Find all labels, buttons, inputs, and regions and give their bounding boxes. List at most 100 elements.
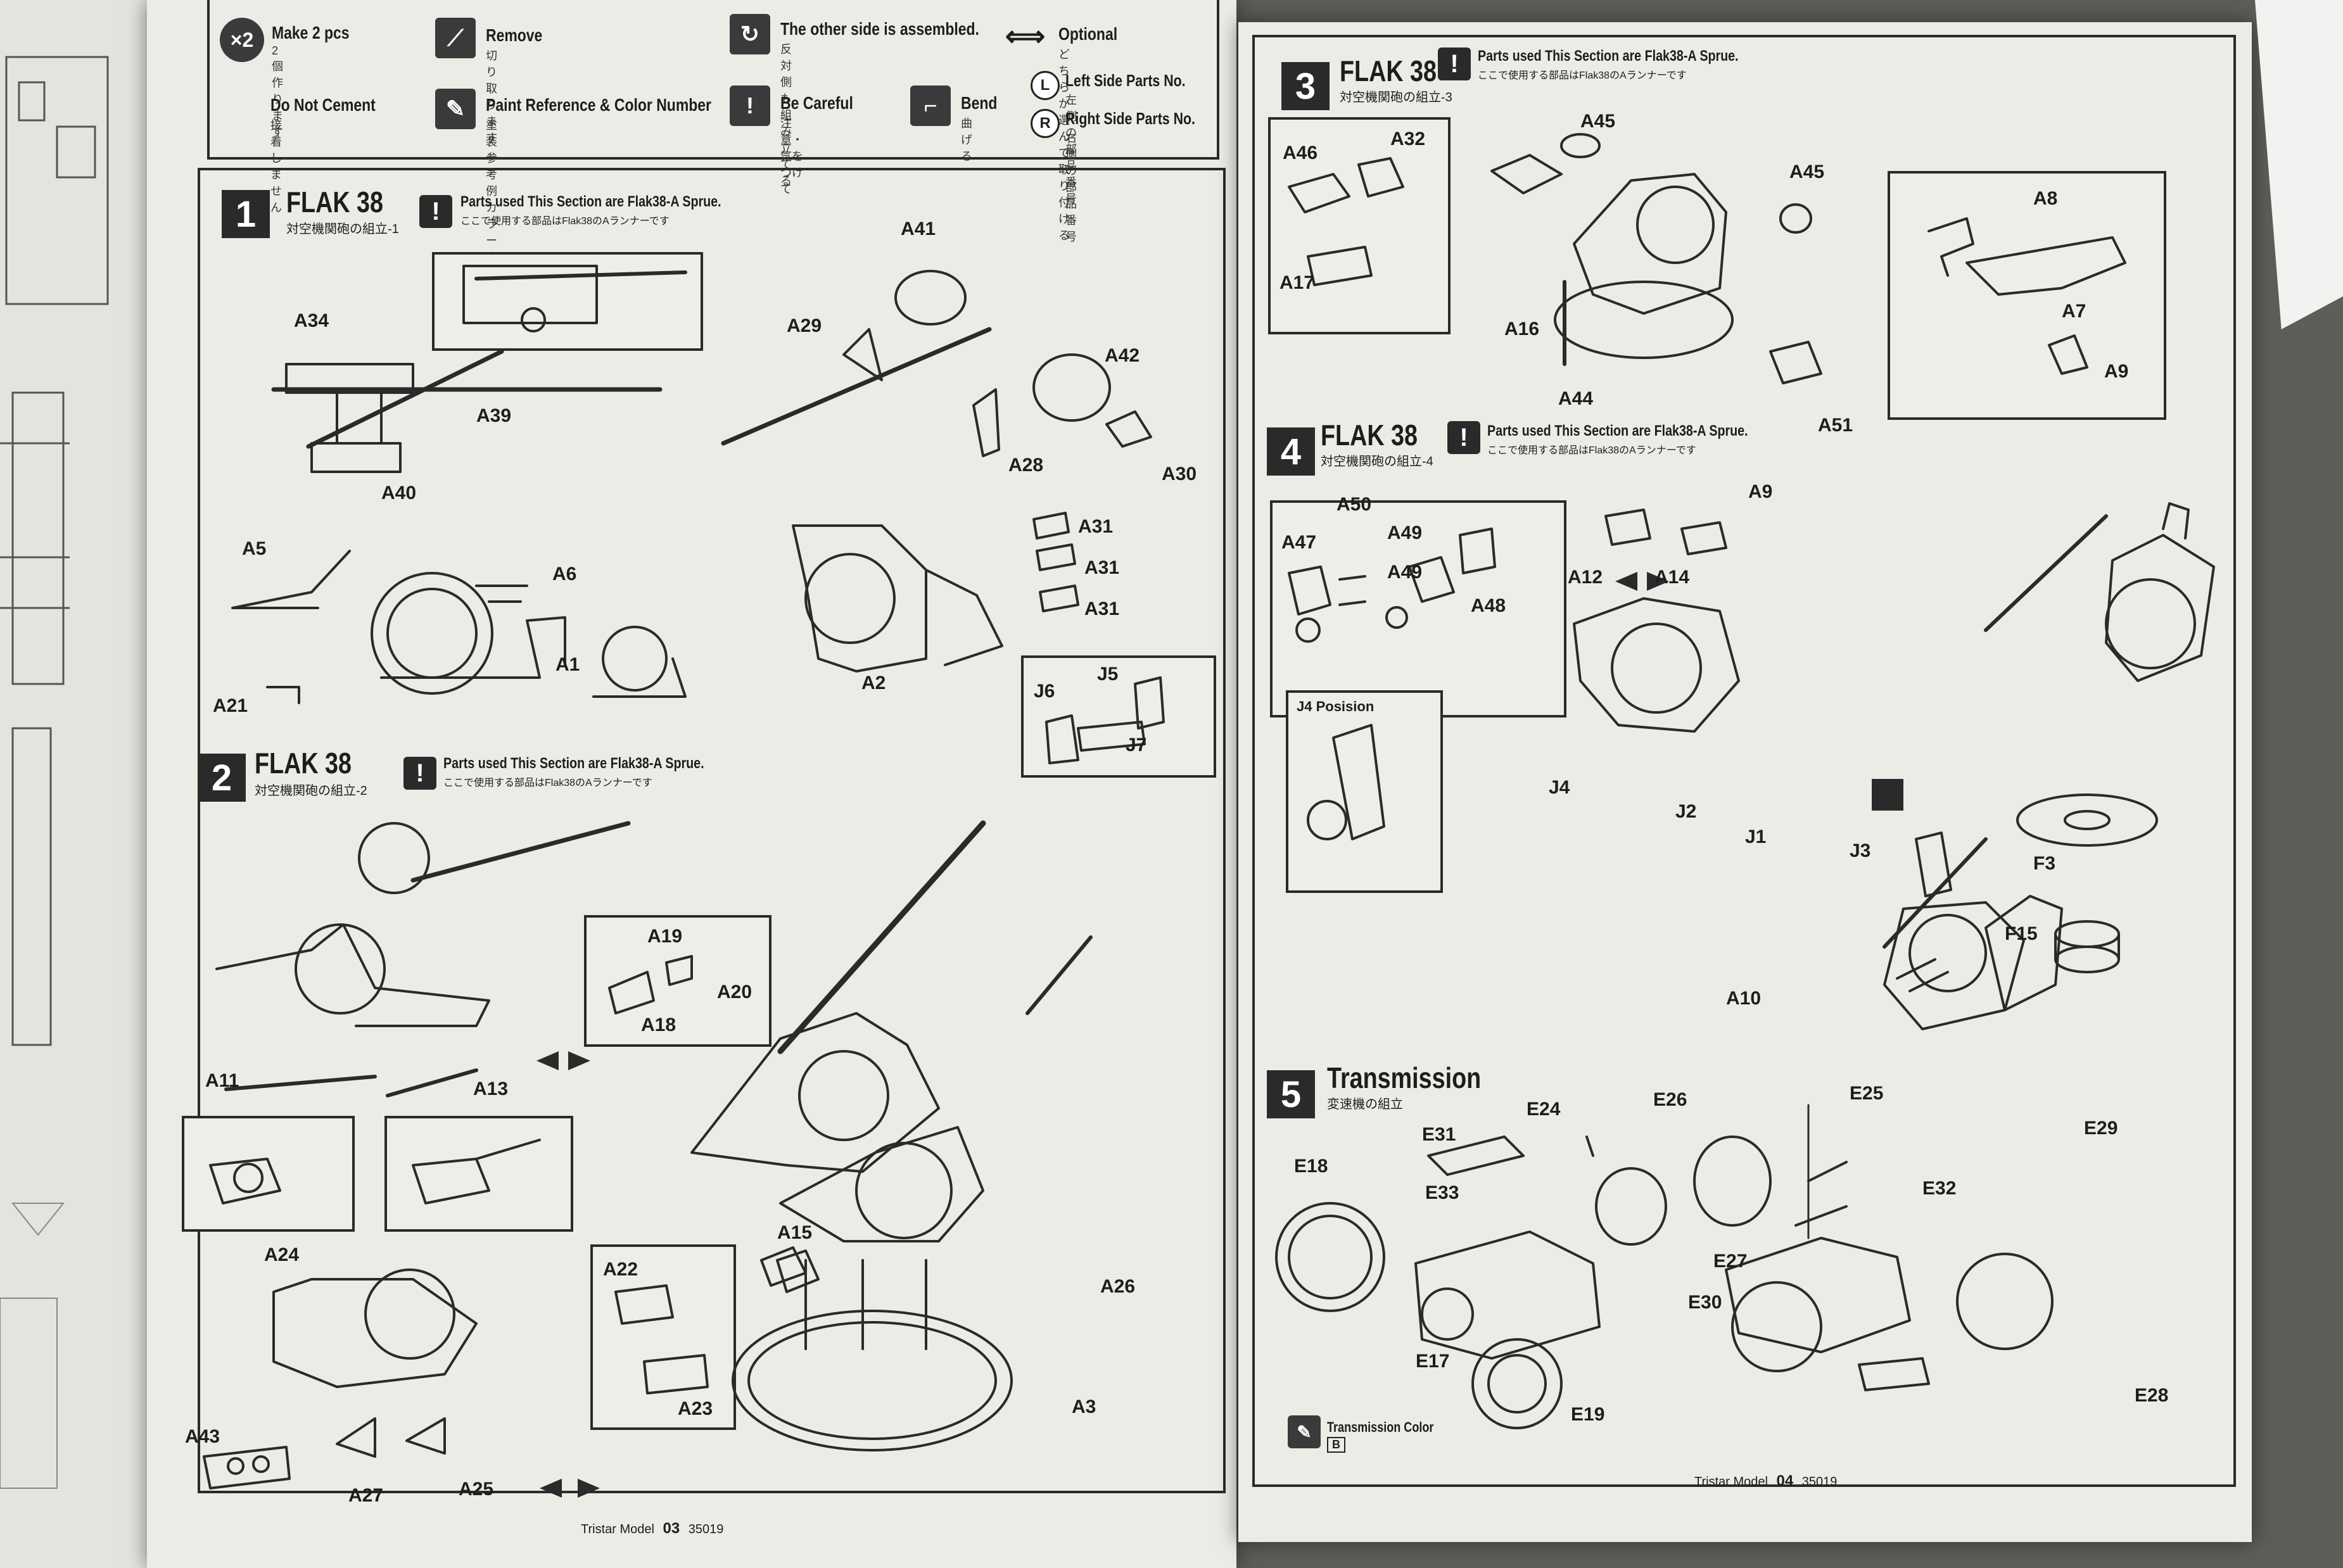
part-label: J5 <box>1097 664 1119 685</box>
legend-bend-label: Bend <box>961 93 998 113</box>
step-1-note: Parts used This Section are Flak38-A Spr… <box>460 193 721 210</box>
part-label: A31 <box>1084 557 1120 578</box>
part-label: E28 <box>2135 1385 2169 1406</box>
part-label: A46 <box>1283 142 1318 163</box>
legend-optional-jp: どちらか選んで取り付ける <box>1058 48 1070 242</box>
part-label: A48 <box>1471 595 1506 616</box>
steps-frame-right <box>1252 35 2236 1487</box>
legend-remove-jp: 切り取ります <box>486 49 497 144</box>
step-3-title: FLAK 38 <box>1340 54 1437 87</box>
legend-no-cement-jp: 接着しません <box>270 119 282 214</box>
paint-brush-icon: ✎ <box>1288 1415 1321 1448</box>
step-4-note-jp: ここで使用する部品はFlak38のAランナーです <box>1487 445 1696 456</box>
part-label: A42 <box>1105 345 1140 366</box>
callout-detail-a <box>182 1116 355 1232</box>
instruction-page-03: ×2 Make 2 pcs 2個作ります ⟋ Remove 切り取ります ↻ T… <box>147 0 1236 1568</box>
part-label: E30 <box>1688 1292 1722 1313</box>
step-3-warning-icon: ! <box>1438 47 1471 80</box>
other-side-icon: ↻ <box>730 14 770 54</box>
callout-j4-position <box>1286 690 1443 893</box>
part-label: A47 <box>1281 532 1317 553</box>
part-label: A43 <box>185 1426 220 1447</box>
footer-page-number: 03 <box>663 1520 680 1537</box>
part-label: E31 <box>1422 1124 1456 1145</box>
legend-paint-label: Paint Reference & Color Number <box>486 95 711 115</box>
part-label: A29 <box>787 315 822 336</box>
step-3-subtitle: 対空機関砲の組立-3 <box>1340 91 1452 104</box>
callout-a18-a20 <box>584 915 771 1047</box>
transmission-paint-code: B <box>1327 1437 1345 1453</box>
part-label: A49 <box>1387 522 1423 543</box>
part-label: A28 <box>1008 455 1044 476</box>
step-1-warning-icon: ! <box>419 195 452 228</box>
step-1-number: 1 <box>222 190 270 238</box>
part-label: A44 <box>1558 388 1594 409</box>
part-label: E24 <box>1527 1099 1561 1120</box>
step-2-title: FLAK 38 <box>255 747 352 780</box>
part-label: J1 <box>1745 826 1767 847</box>
step-1-subtitle: 対空機関砲の組立-1 <box>286 222 399 236</box>
instruction-page-04: 3 FLAK 38 対空機関砲の組立-3 ! Parts used This S… <box>1238 22 2252 1542</box>
part-label: A5 <box>242 538 267 559</box>
part-label: A49 <box>1387 562 1423 583</box>
part-label: A2 <box>861 673 886 693</box>
legend-no-cement-label: Do Not Cement <box>270 95 376 115</box>
part-label: A16 <box>1504 319 1540 339</box>
part-label: A17 <box>1279 272 1315 293</box>
right-side-badge: R <box>1031 109 1060 138</box>
part-label: A20 <box>717 982 752 1002</box>
callout-a46-a17 <box>1268 117 1451 334</box>
transmission-paint-label: Transmission Color <box>1327 1419 1434 1435</box>
part-label: A15 <box>777 1222 813 1243</box>
paint-brush-icon: ✎ <box>435 89 476 129</box>
part-label: A31 <box>1084 598 1120 619</box>
part-label: F15 <box>2005 923 2038 944</box>
part-label: E19 <box>1571 1404 1605 1425</box>
part-label: A31 <box>1078 516 1114 537</box>
step-3-note-jp: ここで使用する部品はFlak38のAランナーです <box>1478 70 1687 81</box>
make-2-badge: ×2 <box>220 18 264 62</box>
part-label: A41 <box>901 218 936 239</box>
remove-icon: ⟋ <box>435 18 476 58</box>
legend-make-2-label: Make 2 pcs <box>272 23 350 42</box>
part-label: A22 <box>603 1259 638 1280</box>
part-label: A18 <box>641 1015 676 1035</box>
assembly-drawings-left <box>203 265 1165 1498</box>
step-2-warning-icon: ! <box>403 757 436 790</box>
part-label: A23 <box>678 1398 713 1419</box>
legend-other-side-jp: 反対側も組み立てる <box>780 43 792 187</box>
callout-a22-a23 <box>590 1244 736 1430</box>
part-label: A10 <box>1726 988 1762 1009</box>
exclamation-icon: ! <box>730 85 770 126</box>
step-1-note-jp: ここで使用する部品はFlak38のAランナーです <box>460 216 670 227</box>
step-5-subtitle: 変速機の組立 <box>1327 1097 1403 1111</box>
part-label: A45 <box>1789 161 1825 182</box>
footer-brand: Tristar Model <box>1694 1475 1768 1489</box>
legend-optional-label: Optional <box>1058 24 1118 44</box>
part-label: E27 <box>1713 1251 1748 1272</box>
part-label: J6 <box>1034 681 1055 702</box>
step-4-note: Parts used This Section are Flak38-A Spr… <box>1487 422 1748 439</box>
part-label: A34 <box>294 310 329 331</box>
part-label: A50 <box>1337 494 1372 515</box>
assembly-drawings-right <box>1275 133 2215 1429</box>
part-label: E33 <box>1425 1182 1459 1203</box>
part-label: A27 <box>348 1485 384 1506</box>
step-5-title: Transmission <box>1327 1061 1482 1094</box>
part-label: A45 <box>1580 111 1616 132</box>
part-label: A39 <box>476 405 512 426</box>
part-label: E25 <box>1850 1083 1884 1104</box>
part-label: E29 <box>2084 1118 2118 1139</box>
j4-position-caption: J4 Posision <box>1297 699 1375 714</box>
footer-brand: Tristar Model <box>581 1522 654 1536</box>
legend-make-2-jp: 2個作ります <box>272 44 283 139</box>
part-label: A24 <box>264 1244 300 1265</box>
page-footer-left: Tristar Model 03 35019 <box>581 1520 723 1538</box>
part-label: A26 <box>1100 1276 1136 1297</box>
paper-corner <box>2255 0 2343 329</box>
legend-left-side-label: Left Side Parts No. <box>1065 71 1186 90</box>
sprue-diagram <box>0 56 109 1489</box>
step-4-number: 4 <box>1267 427 1315 476</box>
legend-remove-label: Remove <box>486 25 543 45</box>
part-label: A9 <box>1748 481 1773 502</box>
